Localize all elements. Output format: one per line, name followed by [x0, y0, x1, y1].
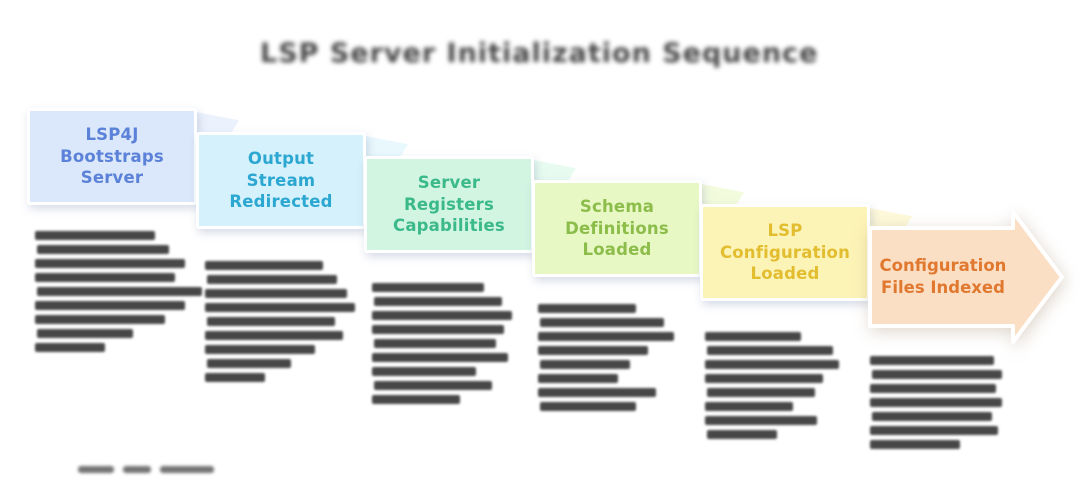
- watermark-segment: [78, 466, 114, 473]
- watermark: [78, 466, 214, 473]
- redacted-text-line: [374, 339, 496, 348]
- redacted-text-line: [205, 331, 343, 340]
- redacted-text-line: [870, 426, 998, 435]
- redacted-text-line: [35, 301, 185, 310]
- redacted-text-line: [870, 440, 960, 449]
- arrow-shape: [868, 210, 1064, 344]
- redacted-text-line: [374, 297, 502, 306]
- watermark-segment: [123, 466, 151, 473]
- redacted-text-line: [538, 332, 674, 341]
- redacted-text-line: [870, 398, 1002, 407]
- step-description-6: [870, 356, 1002, 454]
- redacted-text-line: [872, 412, 992, 421]
- diagram-title: LSP Server Initialization Sequence: [260, 38, 819, 69]
- redacted-text-line: [35, 259, 185, 268]
- redacted-text-line: [705, 360, 839, 369]
- step-label-2: Output Stream Redirected: [229, 149, 333, 212]
- redacted-text-line: [707, 346, 833, 355]
- redacted-text-line: [207, 317, 335, 326]
- step-label-4: Schema Definitions Loaded: [565, 197, 669, 260]
- redacted-text-line: [540, 360, 630, 369]
- redacted-text-line: [870, 356, 994, 365]
- redacted-text-line: [372, 283, 484, 292]
- step-description-1: [35, 231, 202, 357]
- redacted-text-line: [372, 325, 504, 334]
- step-label-6: Configuration Files Indexed: [879, 255, 1007, 297]
- step-description-5: [705, 332, 839, 444]
- step-card-1: LSP4J Bootstraps Server: [27, 108, 197, 205]
- redacted-text-line: [205, 261, 323, 270]
- step-card-3: Server Registers Capabilities: [364, 156, 534, 253]
- redacted-text-line: [35, 315, 165, 324]
- step-card-4: Schema Definitions Loaded: [532, 180, 702, 277]
- redacted-text-line: [540, 318, 664, 327]
- redacted-text-line: [207, 275, 337, 284]
- redacted-text-line: [205, 303, 355, 312]
- step-description-3: [372, 283, 512, 409]
- step-label-1: LSP4J Bootstraps Server: [60, 125, 164, 188]
- redacted-text-line: [372, 395, 460, 404]
- redacted-text-line: [374, 381, 492, 390]
- redacted-text-line: [540, 402, 636, 411]
- redacted-text-line: [35, 273, 175, 282]
- redacted-text-line: [870, 384, 996, 393]
- step-label-3: Server Registers Capabilities: [393, 173, 505, 236]
- step-description-4: [538, 304, 674, 416]
- redacted-text-line: [207, 359, 291, 368]
- redacted-text-line: [538, 346, 648, 355]
- redacted-text-line: [372, 311, 512, 320]
- redacted-text-line: [205, 345, 315, 354]
- step-label-5: LSP Configuration Loaded: [719, 221, 851, 284]
- redacted-text-line: [35, 343, 105, 352]
- redacted-text-line: [37, 245, 169, 254]
- redacted-text-line: [707, 388, 815, 397]
- redacted-text-line: [205, 289, 347, 298]
- step-description-2: [205, 261, 355, 387]
- redacted-text-line: [538, 388, 656, 397]
- redacted-text-line: [372, 353, 508, 362]
- step-card-6: Configuration Files Indexed: [868, 210, 1068, 346]
- redacted-text-line: [705, 402, 793, 411]
- redacted-text-line: [872, 370, 1002, 379]
- redacted-text-line: [205, 373, 265, 382]
- step-card-2: Output Stream Redirected: [196, 132, 366, 229]
- redacted-text-line: [705, 332, 801, 341]
- redacted-text-line: [372, 367, 476, 376]
- redacted-text-line: [538, 304, 636, 313]
- arrow-polygon: [868, 210, 1064, 344]
- redacted-text-line: [35, 231, 155, 240]
- redacted-text-line: [705, 374, 823, 383]
- redacted-text-line: [538, 374, 618, 383]
- watermark-segment: [160, 466, 214, 473]
- redacted-text-line: [37, 287, 202, 296]
- redacted-text-line: [705, 416, 817, 425]
- redacted-text-line: [37, 329, 133, 338]
- step-card-5: LSP Configuration Loaded: [700, 204, 870, 301]
- redacted-text-line: [707, 430, 777, 439]
